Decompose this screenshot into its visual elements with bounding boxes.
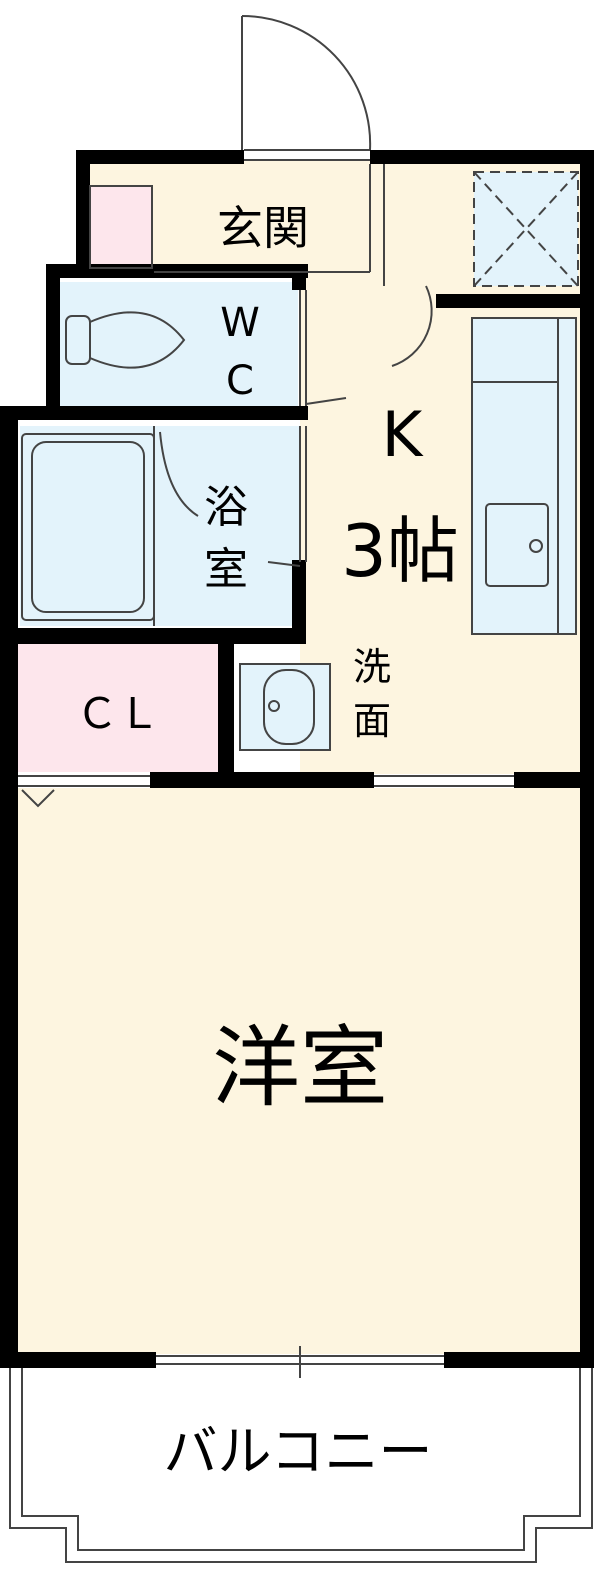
counter-outline	[471, 317, 577, 635]
western-room-floor	[18, 788, 582, 1354]
wall-top	[76, 150, 244, 164]
sink-basin	[485, 503, 549, 587]
shoe-storage-outline	[89, 185, 153, 269]
closet-door-marker	[21, 789, 55, 808]
pipe-space-x-2	[473, 171, 579, 287]
wall-wc-bottom	[0, 406, 308, 420]
balcony-outer	[9, 1368, 593, 1563]
wall-mid	[150, 772, 374, 788]
shoe-storage	[90, 186, 152, 268]
bath-door-swing	[159, 431, 199, 517]
pipe-space-outline	[473, 171, 579, 287]
label-western-room: 洋室	[212, 1016, 388, 1119]
label-bath-1: 浴	[204, 482, 248, 533]
washbasin-outline	[239, 663, 331, 751]
label-wc-w: W	[220, 300, 260, 346]
label-genkan: 玄関	[217, 201, 309, 255]
washbasin-bowl	[263, 669, 315, 745]
bath-floor	[20, 426, 300, 626]
label-balcony: バルコニー	[164, 1420, 433, 1483]
wall-closet-left	[0, 640, 18, 786]
floor-fills	[18, 160, 582, 1354]
label-kitchen-size: 3帖	[341, 509, 459, 593]
label-wc-c: C	[226, 358, 254, 404]
wall-closet-right	[218, 640, 234, 786]
wall-wc-right	[292, 264, 306, 290]
pipe-space-x-1	[473, 171, 579, 287]
room-labels: 玄関 W C K 3帖 浴 室 洗 面 ＣＬ 洋室 バルコニー	[76, 201, 459, 1483]
bathtub-inner	[31, 441, 145, 613]
wall-mid-right	[514, 772, 594, 788]
wall-right	[580, 150, 594, 1368]
label-senmen-2: 面	[353, 699, 391, 743]
label-closet: ＣＬ	[76, 689, 160, 738]
walls	[0, 150, 594, 1368]
wall-entrance-left	[76, 150, 90, 274]
label-bath-2: 室	[204, 544, 248, 595]
wall-top-right	[370, 150, 592, 164]
wall-ps	[436, 294, 592, 308]
wall-bottom-left	[0, 1352, 156, 1368]
washbasin-unit	[240, 664, 330, 750]
wall-bath-right	[292, 560, 306, 644]
label-kitchen-k: K	[382, 398, 424, 471]
closet-floor	[18, 644, 218, 772]
wall-bottom-right	[444, 1352, 594, 1368]
entrance-door-swing	[241, 14, 372, 151]
balcony-inner	[21, 1368, 581, 1551]
washbasin-drain	[268, 700, 280, 712]
wall-bath-bottom	[0, 628, 306, 644]
fixtures	[9, 14, 593, 1563]
kitchen-door-swing	[391, 285, 433, 367]
wall-wc-left	[46, 264, 60, 412]
toilet-bowl	[89, 311, 186, 369]
wall-western-left	[0, 772, 18, 1368]
sink-drain	[529, 539, 543, 553]
label-senmen-1: 洗	[353, 645, 391, 689]
wc-door-leaf	[305, 397, 347, 405]
bath-door-leaf	[267, 561, 301, 567]
wall-bath-left	[0, 406, 18, 646]
